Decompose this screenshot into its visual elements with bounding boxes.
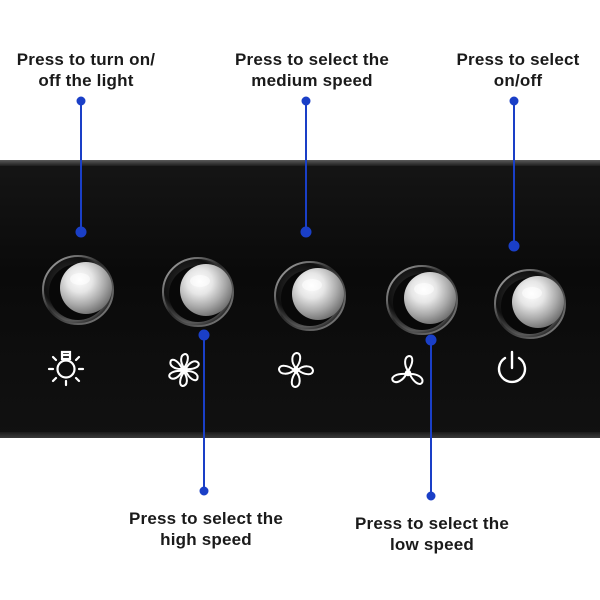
- lightbulb-icon: [44, 346, 88, 390]
- callout-dot-high-bottom: [199, 486, 209, 496]
- callout-dot-medium-top: [301, 96, 311, 106]
- light-button[interactable]: [40, 248, 120, 328]
- high-speed-button[interactable]: [160, 250, 240, 330]
- fan-low-icon: [386, 349, 430, 393]
- power-icon: [490, 346, 534, 390]
- callout-dot-light-top: [76, 96, 86, 106]
- callout-label-high-speed: Press to select the high speed: [128, 509, 284, 549]
- callout-label-on-off: Press to select on/off: [456, 50, 580, 90]
- callout-label-low-speed: Press to select the low speed: [354, 514, 510, 554]
- fan-high-icon: [162, 348, 206, 392]
- callout-dot-onoff-top: [509, 96, 519, 106]
- callout-dot-low-bottom: [426, 491, 436, 501]
- panel-bottom-edge: [0, 432, 600, 438]
- power-button[interactable]: [492, 262, 572, 342]
- medium-speed-button[interactable]: [272, 254, 352, 334]
- callout-label-light: Press to turn on/ off the light: [16, 50, 156, 90]
- low-speed-button[interactable]: [384, 258, 464, 338]
- panel-top-edge: [0, 160, 600, 166]
- callout-label-medium-speed: Press to select the medium speed: [234, 50, 390, 90]
- fan-medium-icon: [274, 348, 318, 392]
